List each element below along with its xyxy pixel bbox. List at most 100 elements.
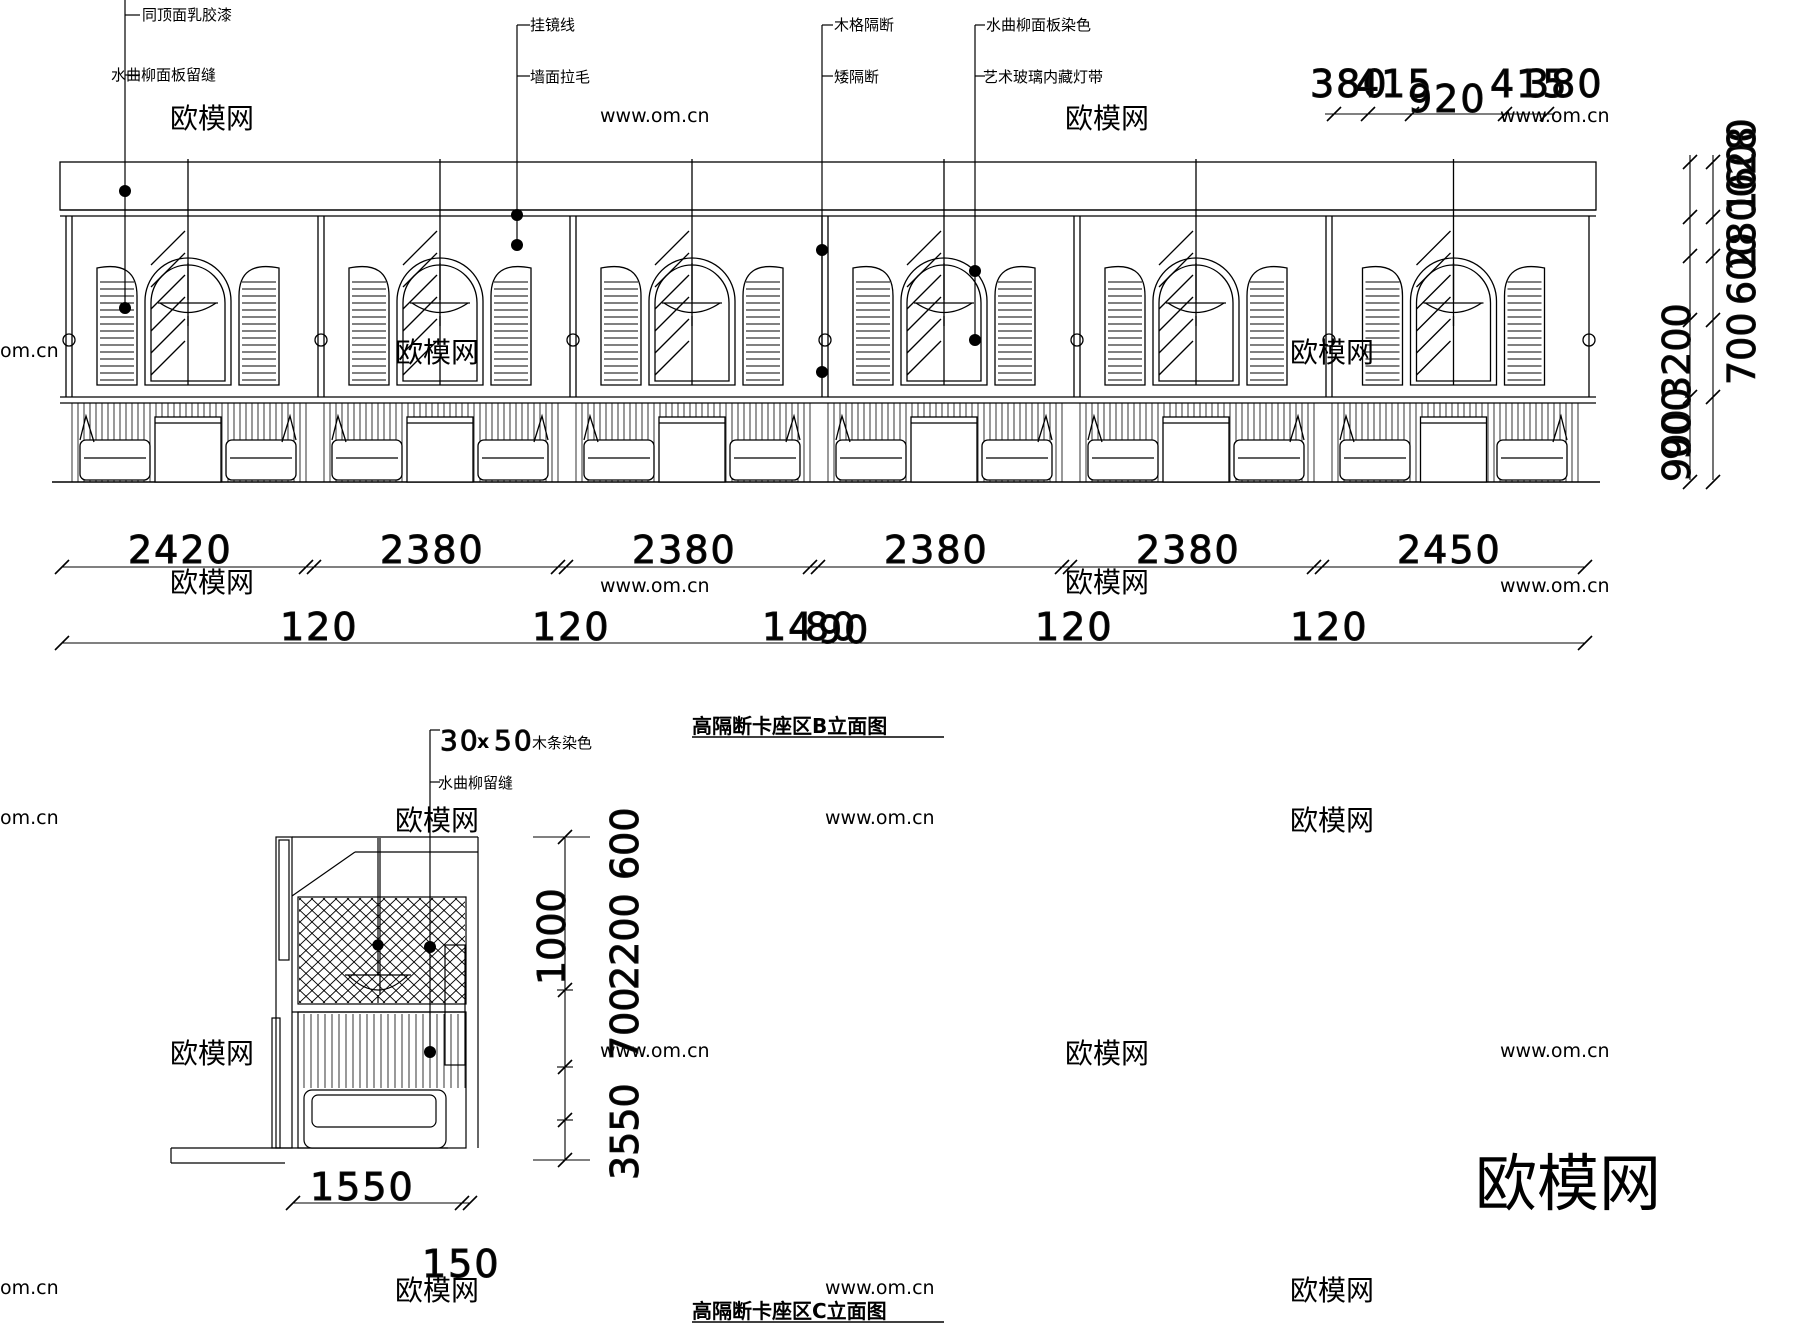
dim-tick — [1306, 559, 1322, 575]
dim-tick — [1054, 559, 1070, 575]
booth-table — [910, 416, 978, 483]
lattice-line — [179, 898, 289, 1003]
lattice-line — [299, 954, 350, 1003]
column-capital — [818, 333, 832, 347]
top-dim: 920 — [1408, 77, 1487, 121]
bay-dim: 2380 — [632, 528, 737, 572]
sofa-icon — [1233, 439, 1305, 481]
watermark: om.cn — [0, 1277, 59, 1299]
glass-hatch — [402, 274, 438, 310]
dim-tick — [1705, 154, 1721, 170]
dim-1550: 1550 — [310, 1165, 415, 1209]
glass-hatch — [150, 296, 186, 332]
glass-hatch — [654, 274, 690, 310]
glass-hatch — [906, 340, 942, 376]
dim-tick — [285, 1195, 301, 1211]
dim-30: 30 — [440, 724, 480, 757]
lattice-line — [334, 898, 446, 1003]
dim-tick — [557, 1059, 573, 1075]
dim-tick — [1577, 559, 1593, 575]
watermark: 欧模网 — [170, 102, 254, 135]
callout-art-glass-light: 艺术玻璃内藏灯带 — [983, 68, 1103, 86]
gap-dim: 120 — [532, 605, 611, 649]
lattice-line — [358, 901, 465, 1003]
arched-window — [648, 257, 736, 386]
watermark: 欧模网 — [170, 1037, 254, 1070]
elevation-b-title: 高隔断卡座区B立面图 — [692, 714, 887, 738]
chandelier-icon — [1425, 302, 1482, 314]
callout-picture-rail: 挂镜线 — [530, 16, 575, 34]
chandelier-icon — [411, 302, 469, 314]
lattice-line — [394, 935, 465, 1003]
booth-table — [658, 416, 726, 483]
callout-ash-panel-groove: 水曲柳面板留缝 — [111, 66, 216, 84]
elevation-c-drawing — [170, 836, 479, 1164]
right-overall-dim: 700 — [1720, 312, 1764, 385]
lattice-line — [430, 898, 465, 932]
lattice-line — [310, 898, 422, 1003]
sofa-icon — [583, 439, 655, 481]
lattice-line — [299, 898, 338, 935]
dim-tick — [1705, 474, 1721, 490]
lattice-line — [299, 898, 410, 1003]
elevation-b-callout-leaders — [124, 0, 985, 372]
dim-tick — [1682, 248, 1698, 264]
dim-tick — [1682, 474, 1698, 490]
sofa-icon — [1496, 439, 1568, 481]
overall-dim-part: 14 — [762, 605, 814, 649]
lattice-line — [299, 989, 314, 1003]
glass-hatch — [654, 252, 690, 288]
dim-tick — [1682, 312, 1698, 328]
column-capital — [566, 333, 580, 347]
glass-hatch — [1416, 252, 1451, 288]
watermark: www.om.cn — [600, 1040, 710, 1062]
glass-hatch — [1158, 340, 1194, 376]
callout-dots-c — [424, 941, 436, 1058]
chandelier-icon — [345, 838, 411, 1003]
watermark: 欧模网 — [1065, 102, 1149, 135]
elevation-c-title: 高隔断卡座区C立面图 — [692, 1299, 887, 1323]
dim-50: 50 — [494, 724, 534, 757]
lattice-line — [299, 898, 326, 924]
top-dim: 415 — [1355, 62, 1434, 106]
louvred-shutter — [600, 265, 642, 386]
sofa-icon — [1087, 439, 1159, 481]
dim-tick — [550, 559, 566, 575]
watermark: www.om.cn — [1500, 105, 1610, 127]
glass-hatch — [1158, 296, 1194, 332]
callout-x: x — [477, 731, 489, 753]
dim-1000: 1000 — [530, 888, 574, 985]
glass-hatch — [402, 252, 438, 288]
column-capital — [314, 333, 328, 347]
watermark: 欧模网 — [395, 1274, 479, 1307]
callout-wall-stucco: 墙面拉毛 — [530, 68, 590, 86]
column-capital — [1070, 333, 1084, 347]
dim-tick — [306, 559, 322, 575]
arched-window — [1409, 257, 1498, 386]
lattice-line — [299, 898, 374, 970]
dim-tick — [1705, 248, 1721, 264]
bay-dim: 2380 — [884, 528, 989, 572]
dim-tick — [54, 559, 70, 575]
bay-dim: 2420 — [128, 528, 233, 572]
glass-hatch — [654, 230, 690, 266]
dim-150: 150 — [422, 1242, 501, 1286]
louvred-shutter — [238, 265, 280, 386]
sofa-icon — [835, 439, 907, 481]
watermark: 欧模网 — [1290, 1274, 1374, 1307]
overall-dim-part: 80 — [805, 605, 857, 649]
sofa-icon — [225, 439, 297, 481]
brand-watermark: 欧模网 — [1475, 1147, 1661, 1220]
dim-700: 700 — [603, 987, 647, 1060]
right-overall-dim: 1600 — [1720, 118, 1764, 215]
dim-tick — [1497, 106, 1513, 122]
louvred-shutter — [742, 265, 784, 386]
glass-hatch — [402, 230, 438, 266]
booth-table — [1419, 416, 1488, 483]
lattice-line — [418, 958, 465, 1003]
lattice-line — [299, 898, 350, 947]
callout-ash-panel-stain: 水曲柳面板染色 — [986, 16, 1091, 34]
overall-dim-part: 90 — [818, 608, 870, 652]
glass-hatch — [1158, 318, 1194, 354]
